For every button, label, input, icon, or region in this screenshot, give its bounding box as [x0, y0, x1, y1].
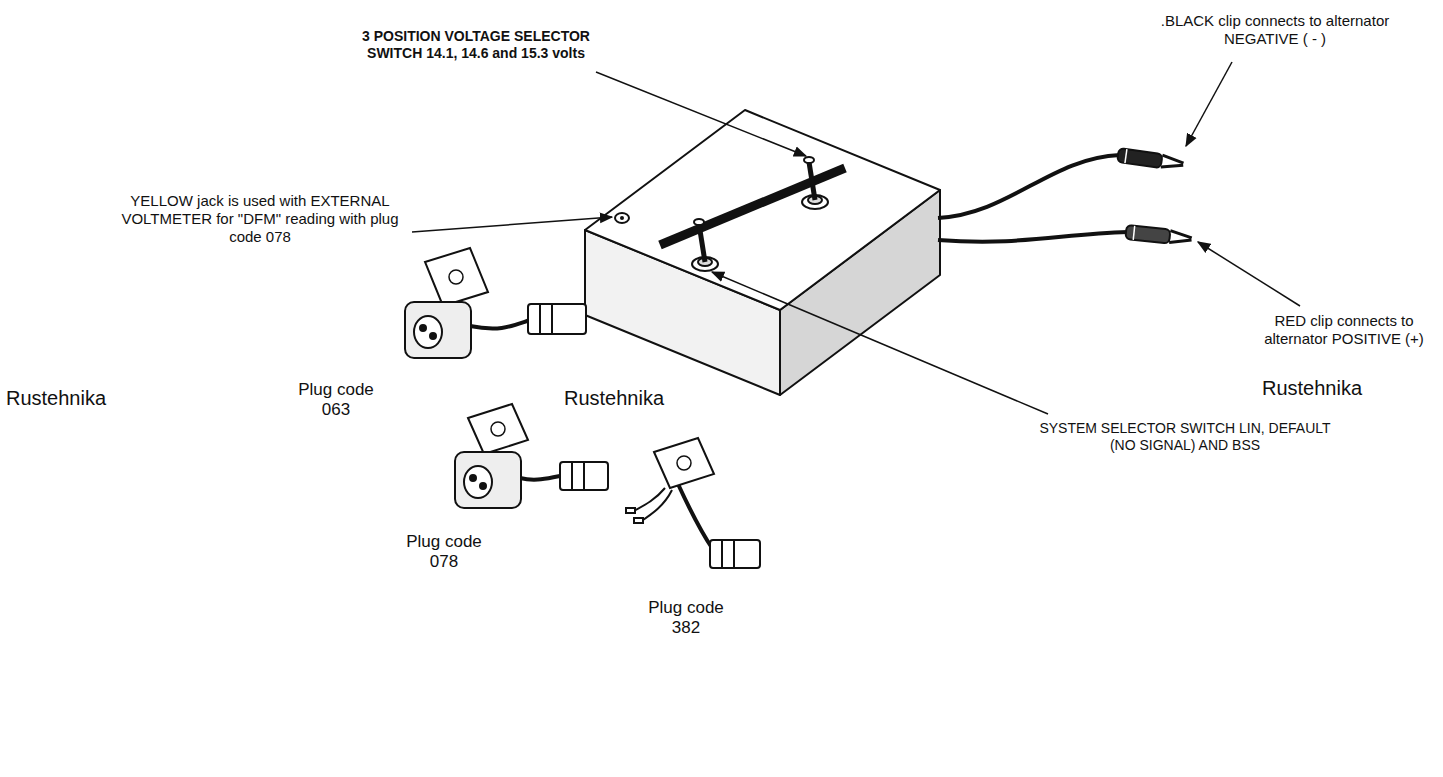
label-slot: Plug code 382 [640, 598, 732, 639]
callout-leaders [412, 62, 1300, 414]
label-slot: .BLACK clip connects to alternator NEGAT… [1150, 12, 1400, 48]
box-top-face [585, 110, 940, 310]
leader-line [712, 272, 1048, 414]
black-clip [1117, 148, 1184, 171]
label-slot: 3 POSITION VOLTAGE SELECTOR SWITCH 14.1,… [360, 28, 592, 62]
callout-text: RED clip connects to alternator POSITIVE… [1251, 312, 1437, 348]
callout-text: YELLOW jack is used with EXTERNAL VOLTME… [112, 192, 408, 246]
label-slot: Rustehnika [1262, 376, 1402, 400]
plug-code-label: Plug code 078 [398, 532, 490, 573]
watermark: Rustehnika [564, 386, 704, 410]
label-slot: SYSTEM SELECTOR SWITCH LIN, DEFAULT (NO … [1030, 420, 1340, 454]
red-clip [1125, 225, 1192, 246]
plug-code-label: Plug code 382 [640, 598, 732, 639]
watermark: Rustehnika [1262, 376, 1402, 400]
label-slot: RED clip connects to alternator POSITIVE… [1251, 312, 1437, 348]
callout-text: .BLACK clip connects to alternator NEGAT… [1150, 12, 1400, 48]
label-slot: YELLOW jack is used with EXTERNAL VOLTME… [112, 192, 408, 246]
label-slot: Plug code 063 [290, 380, 382, 421]
plug-code-label: Plug code 063 [290, 380, 382, 421]
callout-text: SYSTEM SELECTOR SWITCH LIN, DEFAULT (NO … [1030, 420, 1340, 454]
leader-line [1198, 242, 1300, 306]
plug-063 [405, 248, 586, 358]
leader-line [596, 72, 806, 156]
label-stripe [660, 168, 845, 245]
test-leads [938, 155, 1128, 242]
watermark: Rustehnika [6, 386, 146, 410]
callout-text: 3 POSITION VOLTAGE SELECTOR SWITCH 14.1,… [360, 28, 592, 62]
label-slot: Plug code 078 [398, 532, 490, 573]
label-slot: Rustehnika [564, 386, 704, 410]
plug-078 [455, 404, 608, 508]
plug-382 [626, 438, 760, 568]
system-switch [692, 219, 718, 271]
voltage-switch [802, 157, 828, 209]
leader-line [412, 217, 612, 232]
yellow-jack [615, 213, 629, 223]
tester-box [585, 110, 940, 395]
label-slot: Rustehnika [6, 386, 146, 410]
leader-line [1186, 62, 1232, 146]
